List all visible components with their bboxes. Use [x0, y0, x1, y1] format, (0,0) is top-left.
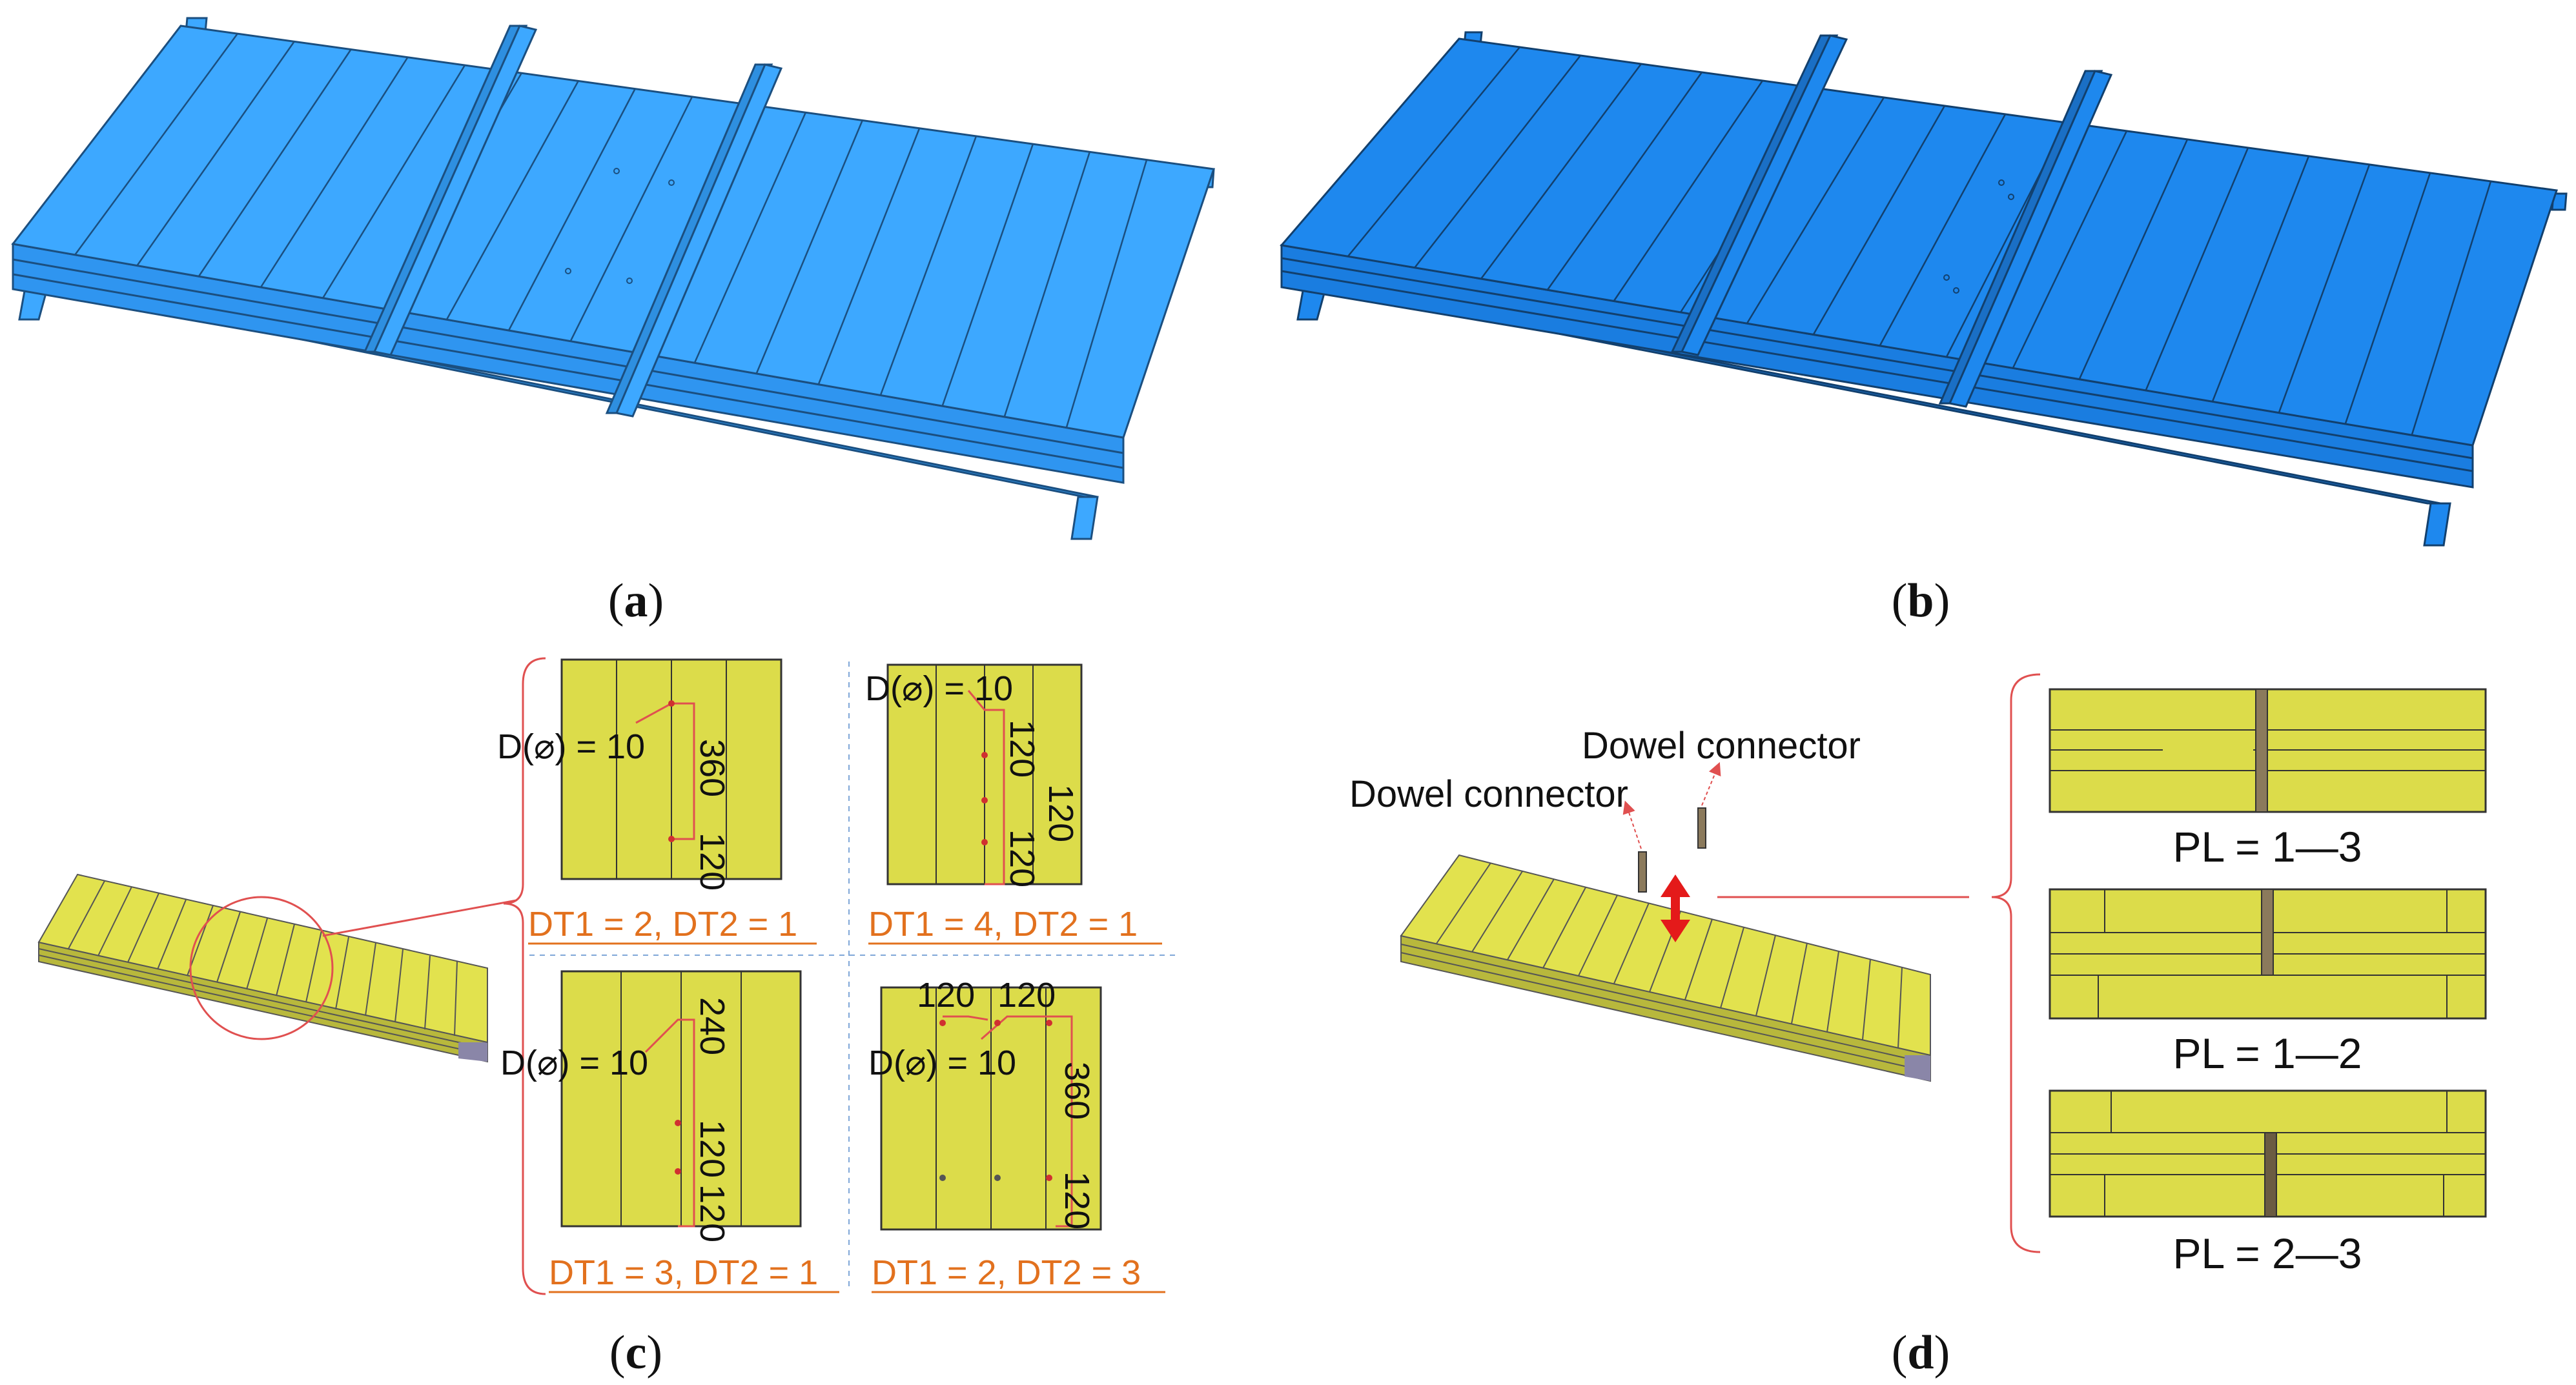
layout-4-dim-1: 120: [917, 976, 975, 1015]
dowel-layout-2: D(⌀) = 10 120 120 120 DT1 = 4, DT2 = 1: [865, 663, 1162, 945]
pl-label-2: PL = 1—2: [2173, 1029, 2362, 1077]
panel-a-label: (a): [608, 574, 664, 627]
panel-d-timber-slab: [1400, 854, 1931, 1082]
pl-section-3: PL = 2—3: [2049, 1089, 2487, 1277]
pl-section-1: PL = 1—3: [2049, 688, 2487, 871]
layout-4-dim-2: 120: [997, 976, 1056, 1015]
pl-label-3: PL = 2—3: [2173, 1229, 2362, 1277]
layout-1-diameter: D(⌀) = 10: [497, 727, 645, 766]
panel-d-label: (d): [1892, 1326, 1950, 1379]
panel-c-timber-slab: [37, 873, 517, 1063]
dowel-connector-label-2: Dowel connector: [1582, 725, 1861, 767]
panel-a-bridge-model: [11, 17, 1215, 540]
layout-1-caption: DT1 = 2, DT2 = 1: [528, 905, 797, 944]
layout-3-diameter: D(⌀) = 10: [500, 1044, 648, 1082]
layout-4-diameter: D(⌀) = 10: [868, 1044, 1016, 1082]
pl-label-1: PL = 1—3: [2173, 823, 2362, 871]
dowel-layout-1: D(⌀) = 10 360 120 DT1 = 2, DT2 = 1: [497, 658, 817, 945]
layout-4-dim-3: 360: [1058, 1062, 1096, 1120]
layout-1-dim-2: 120: [693, 833, 731, 891]
dowel-connector-label-1: Dowel connector: [1349, 773, 1628, 815]
panel-b-bridge-model: [1280, 31, 2568, 547]
layout-3-dim-1: 240: [693, 997, 731, 1055]
layout-2-caption: DT1 = 4, DT2 = 1: [868, 905, 1138, 944]
dowel-layout-4: 120 120 D(⌀) = 10 360 120 DT1 = 2, DT2 =…: [868, 976, 1165, 1293]
layout-4-dim-4: 120: [1058, 1171, 1096, 1229]
layout-4-caption: DT1 = 2, DT2 = 3: [872, 1253, 1141, 1292]
panel-c-bracket: [503, 657, 546, 1295]
layout-3-caption: DT1 = 3, DT2 = 1: [549, 1253, 818, 1292]
layout-3-dim-3: 120: [693, 1184, 731, 1242]
panel-d-bracket: [1991, 673, 2041, 1253]
panel-b-label: (b): [1892, 574, 1950, 627]
layout-3-dim-2: 120: [693, 1120, 731, 1178]
insertion-arrow: [1661, 874, 1690, 942]
layout-2-dim-1: 120: [1003, 720, 1041, 778]
pl-section-2: PL = 1—2: [2049, 888, 2487, 1077]
layout-2-dim-3: 120: [1003, 829, 1041, 887]
layout-2-dim-2: 120: [1041, 784, 1080, 842]
layout-1-dim-1: 360: [693, 739, 731, 797]
dowel-layout-3: D(⌀) = 10 240 120 120 DT1 = 3, DT2 = 1: [500, 970, 839, 1293]
dowel-connector-pins: [1638, 807, 1706, 893]
layout-2-diameter: D(⌀) = 10: [865, 669, 1013, 708]
panel-c-label: (c): [609, 1326, 662, 1379]
